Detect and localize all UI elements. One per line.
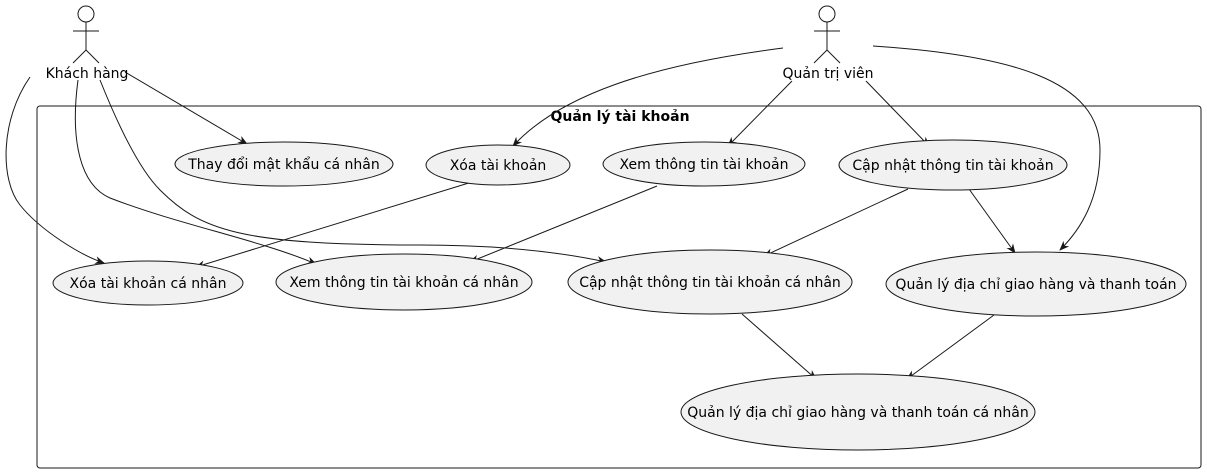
edge-update-account-manage-address: [968, 188, 1016, 254]
use-case-view-personal[interactable]: Xem thông tin tài khoản cá nhân: [275, 253, 533, 311]
use-case-label: Xem thông tin tài khoản cá nhân: [289, 275, 518, 291]
edge-manage-address-manage-address-personal: [906, 314, 995, 380]
relations: [5, 45, 1101, 380]
use-case-label: Xem thông tin tài khoản: [620, 157, 789, 173]
actor-customer[interactable]: Khách hàng: [46, 5, 129, 82]
edge-admin-manage-address: [872, 45, 1101, 251]
use-case-view-account[interactable]: Xem thông tin tài khoản: [602, 141, 806, 187]
use-case-delete-account[interactable]: Xóa tài khoản: [425, 144, 571, 186]
actor-admin[interactable]: Quản trị viên: [782, 5, 874, 82]
use-case-label: Cập nhật thông tin tài khoản: [852, 158, 1053, 174]
use-case-update-account[interactable]: Cập nhật thông tin tài khoản: [838, 139, 1068, 191]
use-case-manage-address[interactable]: Quản lý địa chỉ giao hàng và thanh toán: [885, 251, 1187, 317]
use-case-update-personal[interactable]: Cập nhật thông tin tài khoản cá nhân: [567, 249, 853, 315]
edge-view-account-view-personal: [469, 185, 658, 263]
use-case-label: Quản lý địa chỉ giao hàng và thanh toán …: [687, 405, 1029, 421]
actor-admin-label: Quản trị viên: [782, 66, 873, 82]
use-case-change-password[interactable]: Thay đổi mật khẩu cá nhân: [174, 141, 394, 187]
edge-admin-update-account: [865, 80, 930, 147]
use-case-label: Thay đổi mật khẩu cá nhân: [187, 156, 380, 173]
actor-customer-label: Khách hàng: [46, 66, 129, 82]
edge-update-account-update-personal: [763, 188, 909, 257]
edge-customer-delete-personal: [5, 76, 105, 264]
edge-customer-change-password: [124, 71, 248, 145]
edge-admin-view-account: [727, 80, 793, 147]
edge-customer-update-personal: [99, 79, 607, 264]
edge-update-personal-manage-address-personal: [741, 313, 817, 380]
edge-admin-delete-account: [512, 47, 784, 147]
use-case-label: Cập nhật thông tin tài khoản cá nhân: [579, 275, 841, 291]
use-case-label: Quản lý địa chỉ giao hàng và thanh toán: [895, 277, 1176, 293]
use-case-manage-address-personal[interactable]: Quản lý địa chỉ giao hàng và thanh toán …: [680, 373, 1036, 451]
stick-figure-icon: [72, 5, 100, 64]
stick-figure-icon: [813, 5, 841, 64]
use-case-delete-personal[interactable]: Xóa tài khoản cá nhân: [52, 260, 244, 306]
use-case-label: Xóa tài khoản: [450, 158, 547, 174]
use-case-label: Xóa tài khoản cá nhân: [70, 276, 227, 292]
package-title: Quản lý tài khoản: [550, 109, 689, 125]
edge-delete-account-delete-personal: [195, 181, 473, 269]
